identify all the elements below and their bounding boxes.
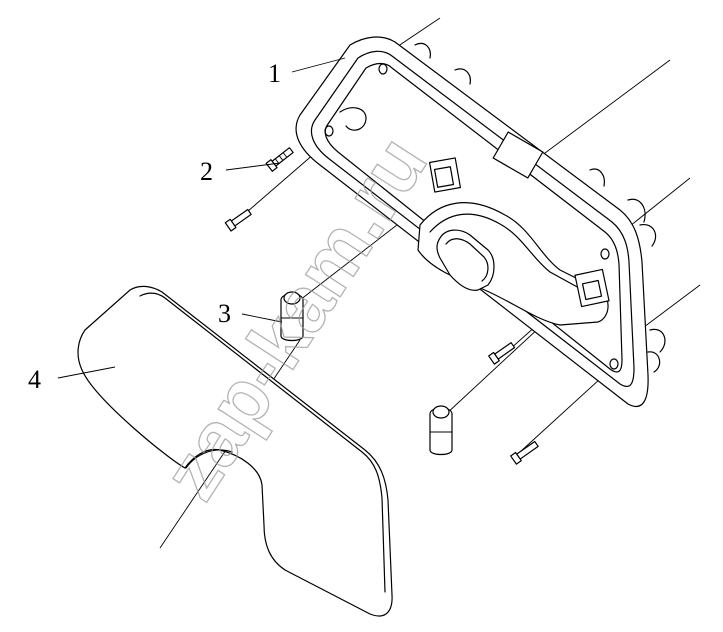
- trim-panel-frame: [295, 36, 666, 407]
- callout-4: 4: [28, 365, 41, 394]
- cover-panel-part-4: [77, 285, 393, 617]
- callout-3: 3: [218, 299, 231, 328]
- callout-1: 1: [268, 59, 281, 88]
- clip-part-3: [280, 291, 453, 456]
- callout-2: 2: [200, 157, 213, 186]
- screw-part-2: [224, 147, 539, 465]
- leader-lines: [57, 57, 346, 379]
